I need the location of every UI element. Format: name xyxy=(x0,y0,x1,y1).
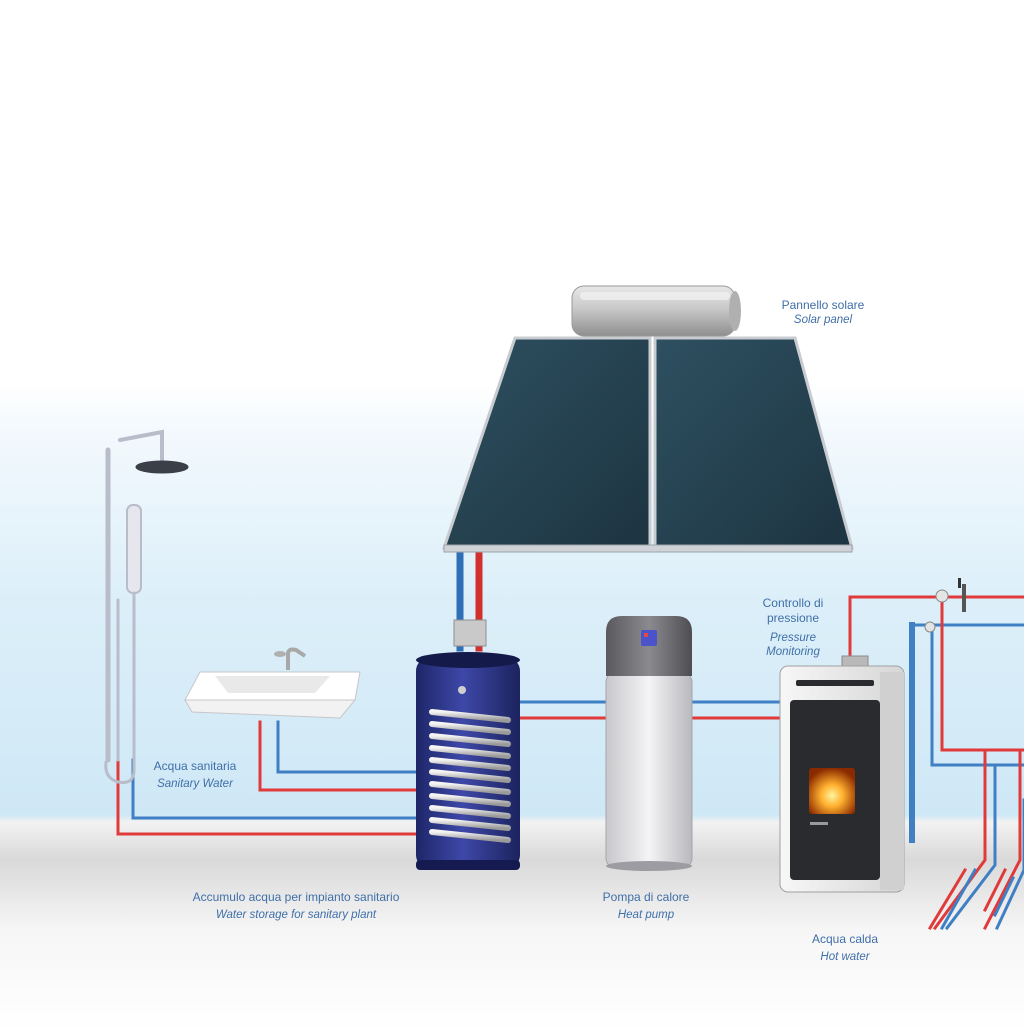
pipes xyxy=(116,548,1024,931)
label-sanitary-water-en: Sanitary Water xyxy=(157,778,233,790)
storage-tank-icon xyxy=(416,652,520,870)
label-pressure-control: Controllo di pressione Pressure Monitori… xyxy=(738,596,848,660)
label-water-storage: Accumulo acqua per impianto sanitario Wa… xyxy=(166,890,426,922)
label-sanitary-water-it: Acqua sanitaria xyxy=(153,759,237,773)
heat-exchanger-coil xyxy=(429,709,511,843)
hot-pipe xyxy=(116,758,420,836)
hot-pipe xyxy=(927,867,1008,931)
label-hot-water-en: Hot water xyxy=(820,951,870,963)
hot-pipe xyxy=(932,750,987,931)
cold-pipe xyxy=(930,623,1024,767)
label-water-storage-en: Water storage for sanitary plant xyxy=(215,909,377,921)
cold-pipe xyxy=(944,765,997,931)
label-solar-panel-it: Pannello solare xyxy=(781,298,865,312)
hot-pipe xyxy=(848,595,1024,662)
hot-pipe xyxy=(940,595,1024,752)
cold-pipe xyxy=(995,798,1024,930)
pressure-gauge-icon xyxy=(924,578,966,633)
label-solar-panel-en: Solar panel xyxy=(793,314,853,326)
pellet-stove-icon xyxy=(779,655,905,893)
solar-panel-icon xyxy=(441,285,854,647)
label-hot-water-it: Acqua calda xyxy=(811,932,879,946)
label-pressure-control-en-1: Pressure xyxy=(769,632,817,644)
label-water-storage-it: Accumulo acqua per impianto sanitario xyxy=(192,890,400,904)
label-hot-water: Acqua calda Hot water xyxy=(790,932,900,964)
label-heat-pump-en: Heat pump xyxy=(617,909,675,921)
shower-icon xyxy=(104,429,189,784)
heat-pump-icon xyxy=(605,616,693,871)
label-heat-pump-it: Pompa di calore xyxy=(602,890,690,904)
label-heat-pump: Pompa di calore Heat pump xyxy=(586,890,706,922)
label-pressure-control-it-1: Controllo di xyxy=(762,596,824,610)
label-pressure-control-en-2: Monitoring xyxy=(766,646,820,659)
label-sanitary-water: Acqua sanitaria Sanitary Water xyxy=(135,759,255,791)
hot-pipe xyxy=(982,750,1022,931)
cold-pipe xyxy=(276,720,420,774)
hot-pipe xyxy=(258,720,420,792)
sink-icon xyxy=(184,647,361,719)
label-pressure-control-it-2: pressione xyxy=(766,611,820,625)
cold-pipe xyxy=(939,867,1016,931)
label-solar-panel: Pannello solare Solar panel xyxy=(758,298,888,327)
